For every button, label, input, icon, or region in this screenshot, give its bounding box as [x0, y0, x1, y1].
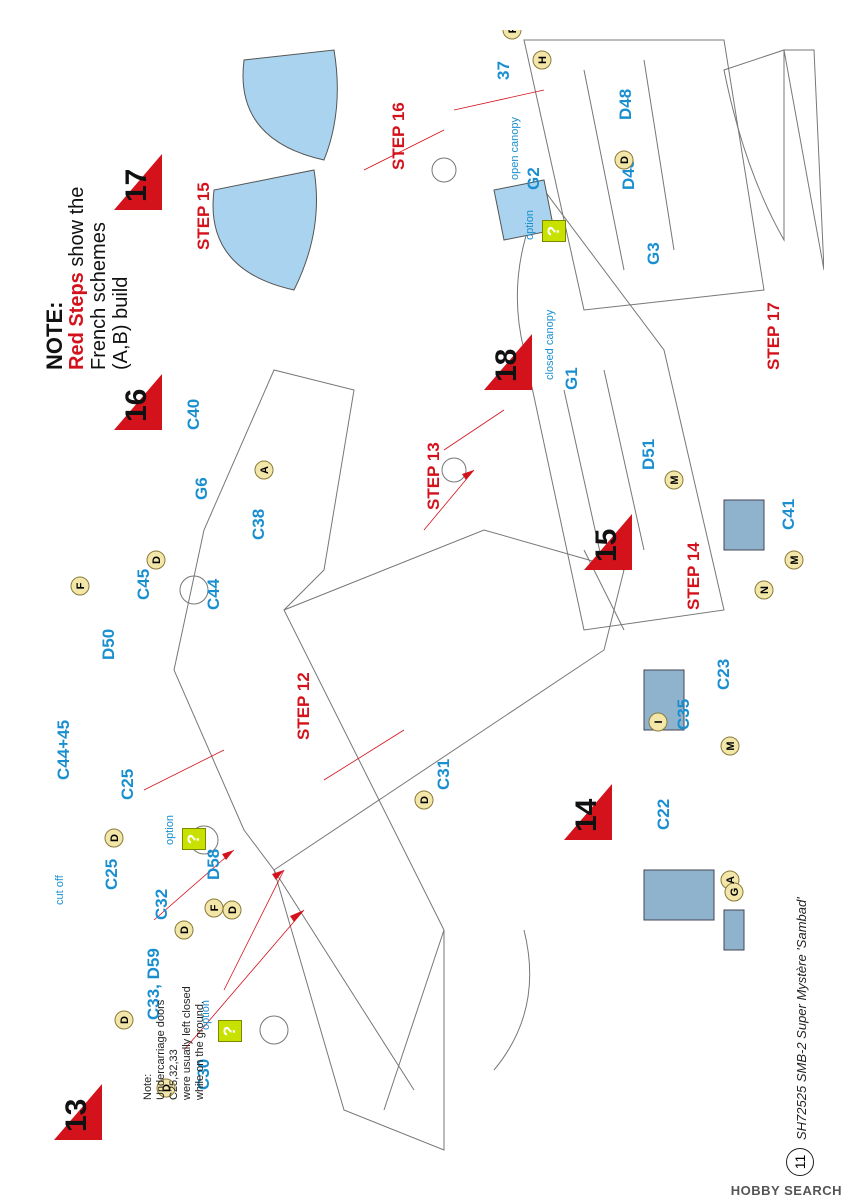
paint-code: D — [227, 906, 239, 914]
paint-code: D — [161, 1084, 173, 1092]
paint-code: D — [151, 556, 163, 564]
note-line: Note: — [142, 1073, 154, 1100]
step-flag-16: 16 — [114, 374, 162, 430]
paint-code: D — [179, 926, 191, 934]
hobby-search-watermark: HOBBY SEARCH — [730, 1183, 842, 1198]
paint-code: D — [619, 156, 631, 164]
note-text: (A,B) build — [110, 276, 132, 370]
paint-code: F — [507, 30, 519, 33]
note-line: Undercarriage doors C25,32,33 — [155, 999, 180, 1100]
paint-code: N — [759, 586, 771, 594]
note-red-text: Red Steps — [66, 272, 88, 370]
paint-code: I — [653, 720, 665, 723]
note-text: French schemes — [88, 222, 110, 370]
note-title: NOTE: — [42, 301, 67, 370]
step13-note: Note: Undercarriage doors C25,32,33 were… — [142, 960, 207, 1100]
note-line: while on the ground. — [194, 1000, 206, 1100]
rotated-sheet: 13 14 15 16 17 18 STEP 12 STEP 13 STEP 1… — [24, 30, 824, 1176]
paint-code: G — [729, 888, 741, 897]
step-flag-13: 13 — [54, 1084, 102, 1140]
paint-code: F — [209, 904, 221, 911]
step-flag-14: 14 — [564, 784, 612, 840]
step-flag-15: 15 — [584, 514, 632, 570]
paint-code: A — [725, 876, 737, 884]
paint-code: D — [419, 796, 431, 804]
paint-code: D — [109, 834, 121, 842]
paint-code: M — [725, 741, 737, 750]
paint-code: F — [75, 582, 87, 589]
paint-code: M — [789, 555, 801, 564]
step-flag-18: 18 — [484, 334, 532, 390]
note-line: were usually left closed — [181, 986, 193, 1100]
paint-code: D — [119, 1016, 131, 1024]
page-number: 11 — [786, 1148, 814, 1176]
paint-code: A — [259, 466, 271, 474]
paint-code: H — [537, 56, 549, 64]
aircraft-drawings — [143, 39, 824, 1151]
paint-code: M — [669, 475, 681, 484]
step-flag-17: 17 — [114, 154, 162, 210]
red-steps-note: NOTE: Red Steps show the French schemes … — [42, 186, 132, 370]
note-text: show the — [66, 186, 88, 273]
footer-title: SH72525 SMB-2 Super Mystère 'Sambad' — [794, 897, 809, 1140]
